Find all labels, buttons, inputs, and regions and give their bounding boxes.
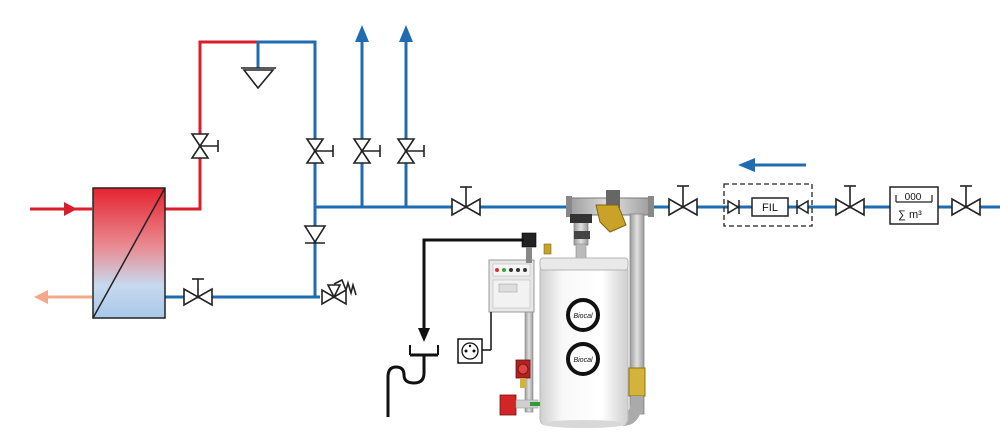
expansion-funnel-icon <box>241 67 276 90</box>
drain-siphon-icon <box>386 238 524 417</box>
meter-unit: ∑ m³ <box>898 209 922 221</box>
gate-valve-icon <box>668 185 698 217</box>
up-arrow-2 <box>399 25 413 42</box>
gate-valve-icon <box>305 138 334 164</box>
water-meter-icon: 000 ∑ m³ <box>889 186 939 225</box>
gate-valve-icon <box>451 186 481 217</box>
meter-counter: 000 <box>905 192 922 203</box>
gauge-1-icon <box>566 298 600 332</box>
softener-tank-icon: Biocal Biocal <box>539 257 629 428</box>
drain-valve-icon <box>499 394 540 416</box>
unit-piping <box>524 190 654 426</box>
gate-valve-icon <box>396 138 425 164</box>
y-strainer-icon <box>595 204 627 233</box>
solenoid-valve-icon <box>521 232 552 263</box>
brand-label-1: Biocal <box>573 313 593 320</box>
gate-valve-icon <box>951 185 981 217</box>
up-arrow-1 <box>355 25 369 42</box>
control-panel-icon <box>488 259 535 313</box>
safety-valve-icon <box>321 278 357 306</box>
circulation-pump-icon <box>515 359 531 388</box>
plate-heat-exchanger-icon <box>92 187 166 319</box>
flow-arrow <box>738 158 806 172</box>
check-valve-icon <box>303 225 327 244</box>
gate-valve-icon <box>835 185 865 217</box>
hot-pipes <box>30 40 260 211</box>
return-outlet-arrow <box>34 290 48 304</box>
gate-valve-icon <box>352 138 381 164</box>
brand-label-2: Biocal <box>573 357 593 364</box>
filter-label: FIL <box>762 202 778 214</box>
hot-inlet-arrow <box>64 202 77 216</box>
gate-valve-icon <box>183 278 213 307</box>
power-outlet-icon <box>457 312 492 364</box>
filter-icon <box>751 197 789 217</box>
filter-assembly: FIL <box>723 183 813 227</box>
gate-valve-icon <box>190 133 219 159</box>
gauge-2-icon <box>566 342 600 376</box>
